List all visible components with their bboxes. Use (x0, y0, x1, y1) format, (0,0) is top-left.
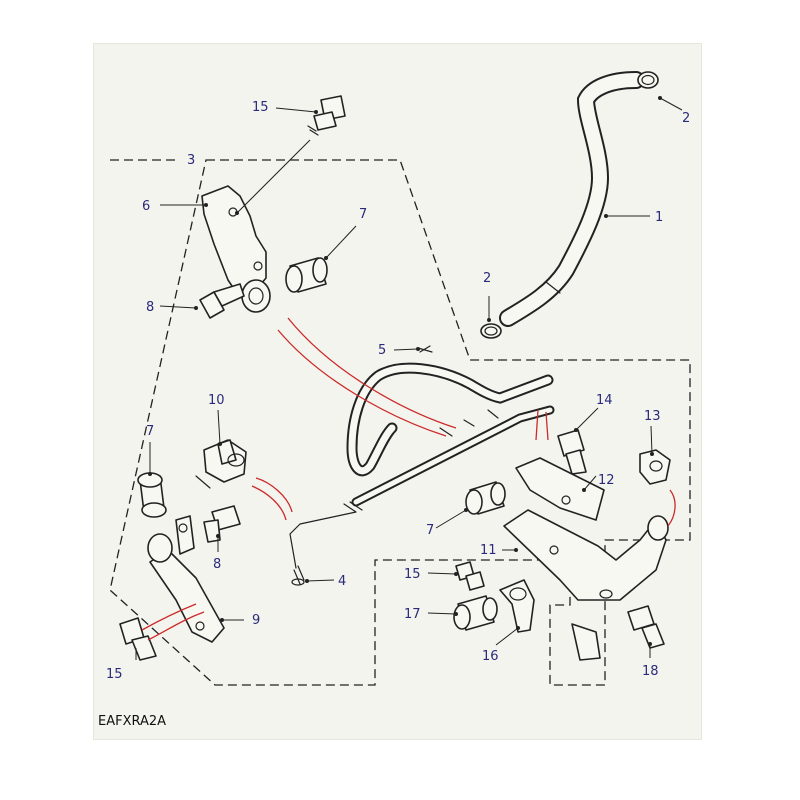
callout-15-top: 15 (252, 100, 269, 115)
callout-8-upper: 8 (146, 300, 154, 315)
callout-7-upper: 7 (359, 207, 367, 222)
part-10-clip (195, 439, 247, 489)
callout-8-lower: 8 (213, 557, 221, 572)
callout-6: 6 (142, 199, 150, 214)
callout-11: 11 (480, 543, 497, 558)
part-9-bracket (147, 515, 225, 643)
callout-4: 4 (338, 574, 346, 589)
part-18-bolt (627, 605, 665, 649)
part-13-clip (639, 449, 671, 485)
callout-7-left: 7 (146, 424, 154, 439)
part-6-bracket (201, 185, 271, 313)
part-12-bracket (515, 457, 605, 521)
callout-13: 13 (644, 409, 661, 424)
callout-17: 17 (404, 607, 421, 622)
part-7-sleeve-left (137, 472, 167, 518)
part-7-sleeve-upper (285, 257, 328, 293)
part-4-o-ring (291, 578, 305, 586)
part-15-bolt-lower-left (119, 617, 157, 661)
callout-7-mid: 7 (426, 523, 434, 538)
callout-labels: 1 2 2 3 4 5 6 7 7 7 8 8 9 10 11 12 13 14… (106, 100, 690, 682)
callout-3: 3 (187, 153, 195, 168)
part-16-clamp (499, 579, 535, 633)
part-8-bolt-lower (203, 505, 241, 543)
drawing-code: EAFXRA2A (98, 714, 166, 729)
callout-14: 14 (596, 393, 613, 408)
part-15-bolt-mid (455, 561, 485, 591)
callout-12: 12 (598, 473, 615, 488)
callout-5: 5 (378, 343, 386, 358)
part-17-sleeve (453, 595, 498, 631)
part-15-bolt-top (307, 95, 346, 136)
callout-15-mid: 15 (404, 567, 421, 582)
callout-9: 9 (252, 613, 260, 628)
part-5-clip (417, 345, 433, 353)
part-2-clip-lower (480, 323, 502, 339)
assembly-arrows (141, 317, 676, 641)
callout-2-lower: 2 (483, 271, 491, 286)
part-3-pipe-assembly (289, 362, 555, 585)
callout-10: 10 (208, 393, 225, 408)
part-14-bolt (557, 429, 587, 475)
callout-15-lower: 15 (106, 667, 123, 682)
callout-16: 16 (482, 649, 499, 664)
part-8-bolt-upper (199, 283, 245, 319)
part-7-sleeve-mid (465, 481, 506, 515)
part-11-bracket (503, 509, 669, 661)
callout-18: 18 (642, 664, 659, 679)
part-1-hose (499, 71, 645, 327)
part-2-clip-top (637, 71, 659, 89)
callout-leaders (135, 96, 683, 660)
callout-1: 1 (655, 210, 663, 225)
callout-2-top: 2 (682, 111, 690, 126)
assembly-3-outline (109, 159, 691, 686)
